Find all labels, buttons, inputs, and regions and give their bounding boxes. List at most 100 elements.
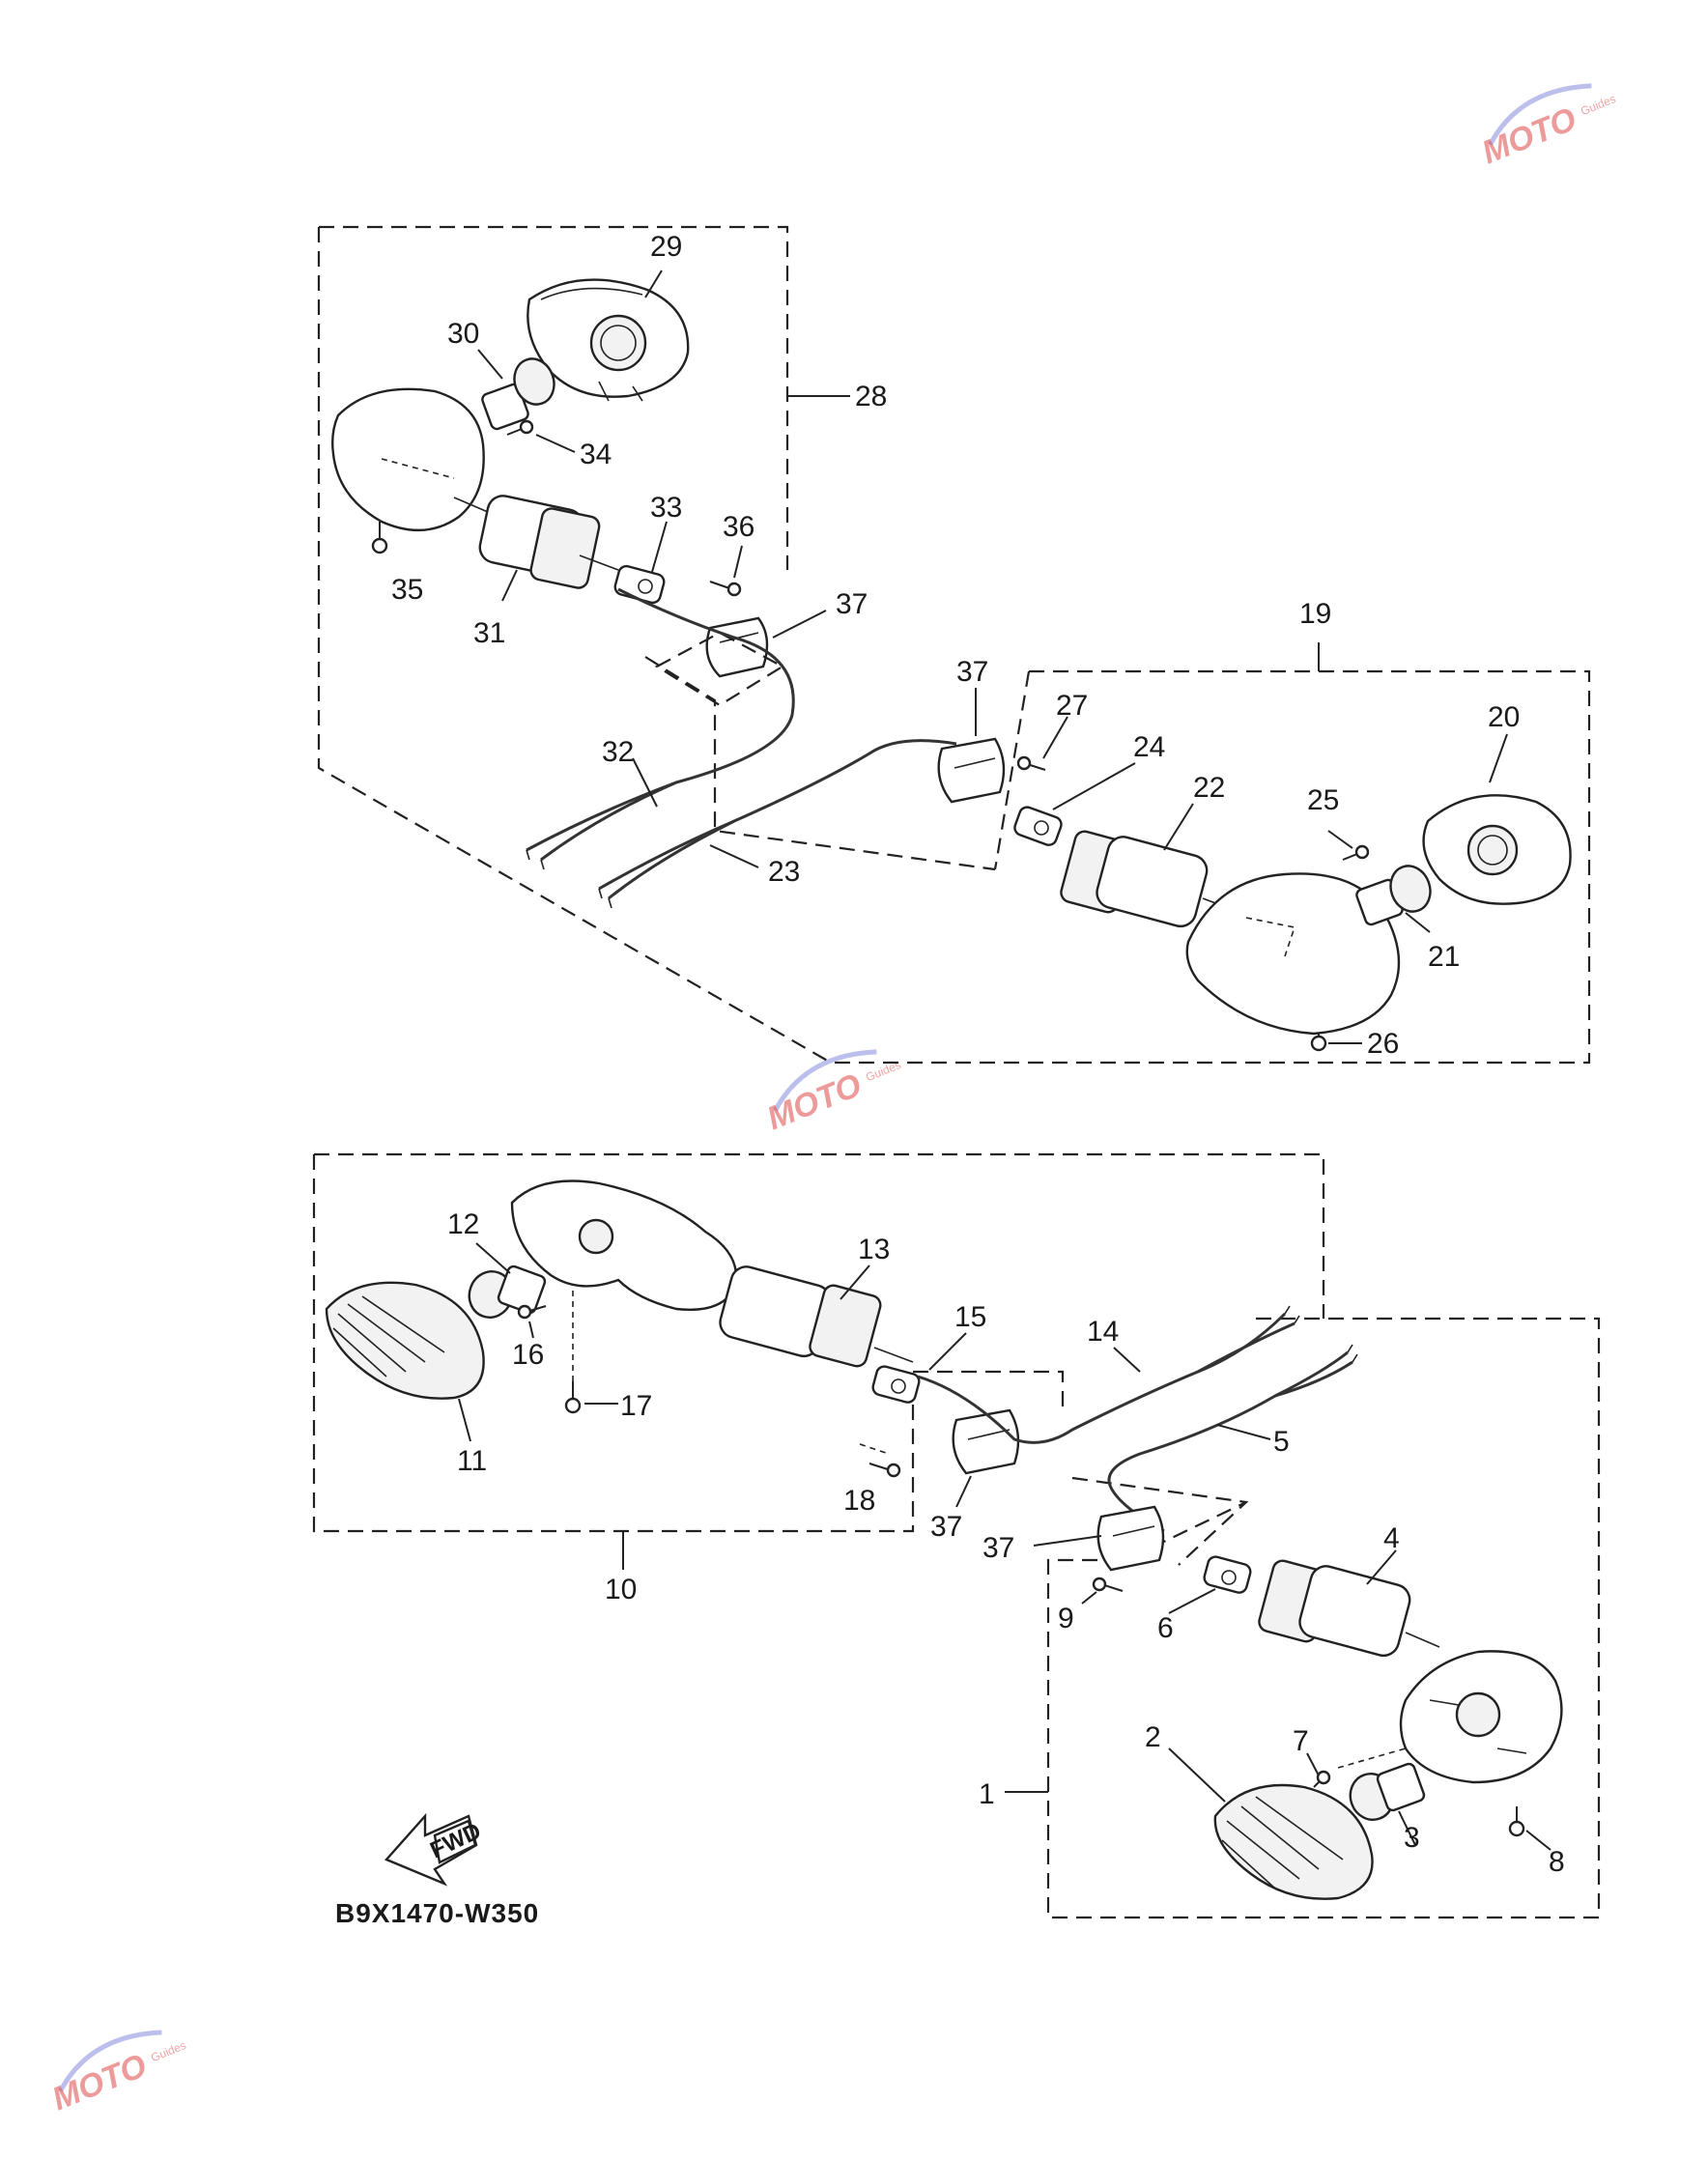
wire-23 <box>598 739 957 909</box>
label-34: 34 <box>580 439 612 470</box>
label-27: 27 <box>1056 690 1088 722</box>
leader-23 <box>709 844 759 868</box>
guide-7 <box>1337 1747 1407 1769</box>
leader-22 <box>1163 803 1194 851</box>
leader-25 <box>1327 830 1353 849</box>
housing-31 <box>330 387 619 589</box>
lens-20 <box>1422 794 1572 905</box>
leader-24 <box>1052 762 1136 810</box>
label-25: 25 <box>1307 784 1339 816</box>
group-box-28 <box>317 225 996 1064</box>
label-8: 8 <box>1549 1846 1565 1878</box>
screw-35 <box>371 522 388 554</box>
screw-17 <box>564 1381 582 1414</box>
label-14: 14 <box>1087 1316 1119 1348</box>
wire-14 <box>917 1305 1300 1444</box>
leader-16 <box>528 1321 534 1339</box>
screw-18 <box>868 1463 901 1478</box>
screw-8 <box>1508 1806 1525 1837</box>
leader-37-c <box>955 1475 972 1508</box>
leader-5 <box>1216 1424 1271 1440</box>
watermark-text: MOTO <box>762 1066 867 1137</box>
label-37-c: 37 <box>930 1511 962 1543</box>
watermark-text: MOTO <box>47 2047 152 2117</box>
leader-33 <box>651 521 668 573</box>
lens-2 <box>1213 1783 1374 1900</box>
watermark-sub: Guides <box>149 2038 188 2064</box>
leader-14 <box>1113 1347 1141 1373</box>
bulb-21 <box>1355 865 1432 926</box>
leader-20 <box>1489 733 1508 783</box>
leader-11 <box>458 1398 471 1442</box>
label-32: 32 <box>602 736 634 768</box>
leader-3 <box>1398 1810 1416 1846</box>
gasket-15 <box>871 1365 921 1404</box>
label-16: 16 <box>512 1339 544 1371</box>
label-18: 18 <box>843 1485 875 1517</box>
label-21: 21 <box>1428 941 1460 973</box>
label-28: 28 <box>855 381 887 412</box>
screw-34 <box>506 419 534 436</box>
label-1: 1 <box>979 1778 995 1810</box>
leader-6 <box>1168 1588 1216 1614</box>
screw-25 <box>1342 844 1370 861</box>
label-37-a: 37 <box>836 588 868 620</box>
leader-30 <box>477 349 503 380</box>
gasket-6 <box>1203 1555 1252 1594</box>
housing-19-shell <box>1185 872 1401 1036</box>
part-labels: 1 2 3 4 5 6 7 8 9 10 11 12 13 14 15 16 1… <box>391 231 1565 1878</box>
group-box-10 <box>312 1152 1325 1533</box>
screw-7 <box>1313 1770 1331 1788</box>
gasket-24 <box>1013 806 1063 846</box>
housing-13 <box>719 1265 914 1368</box>
watermark-text: MOTO <box>1477 100 1581 171</box>
watermark-top-right: MOTO Guides <box>1477 83 1618 171</box>
clamp-37-c <box>952 1408 1020 1475</box>
leader-29 <box>644 270 663 298</box>
leader-12 <box>475 1242 511 1274</box>
label-37-b: 37 <box>956 656 988 688</box>
leader-7 <box>1306 1752 1320 1776</box>
watermark-sub: Guides <box>1579 92 1618 118</box>
label-12: 12 <box>447 1208 479 1240</box>
label-35: 35 <box>391 574 423 606</box>
label-15: 15 <box>954 1301 986 1333</box>
label-7: 7 <box>1293 1725 1309 1757</box>
label-30: 30 <box>447 318 479 350</box>
wire-5 <box>1107 1344 1358 1533</box>
label-26: 26 <box>1367 1028 1399 1060</box>
leader-8 <box>1525 1830 1551 1851</box>
leader-21 <box>1405 912 1431 933</box>
leader-31 <box>501 569 518 602</box>
label-22: 22 <box>1193 772 1225 804</box>
label-11: 11 <box>457 1445 487 1477</box>
lens-11 <box>325 1281 485 1400</box>
screw-9 <box>1092 1577 1124 1592</box>
bulb-3 <box>1349 1762 1426 1821</box>
label-9: 9 <box>1058 1603 1074 1634</box>
label-33: 33 <box>650 492 682 524</box>
housing-1-shell <box>1399 1650 1563 1784</box>
leader-27 <box>1042 716 1068 759</box>
housing-4 <box>1258 1559 1440 1658</box>
label-23: 23 <box>768 856 800 888</box>
bulb-12 <box>468 1264 547 1319</box>
wire-32 <box>526 587 795 870</box>
label-13: 13 <box>858 1234 890 1265</box>
label-10: 10 <box>605 1574 637 1605</box>
leader-37-d <box>1033 1535 1102 1547</box>
screw-27 <box>1016 755 1046 771</box>
clamp-37-b <box>937 737 1006 804</box>
housing-10-shell <box>510 1179 738 1311</box>
label-4: 4 <box>1383 1522 1400 1554</box>
guide-18 <box>859 1443 890 1455</box>
label-36: 36 <box>723 511 754 543</box>
label-29: 29 <box>650 231 682 263</box>
leader-32 <box>632 757 658 808</box>
label-6: 6 <box>1157 1612 1174 1644</box>
fwd-arrow-icon: FWD <box>384 1812 485 1887</box>
label-24: 24 <box>1133 731 1165 763</box>
clamp-37-d <box>1096 1505 1165 1572</box>
leader-9 <box>1081 1591 1097 1605</box>
